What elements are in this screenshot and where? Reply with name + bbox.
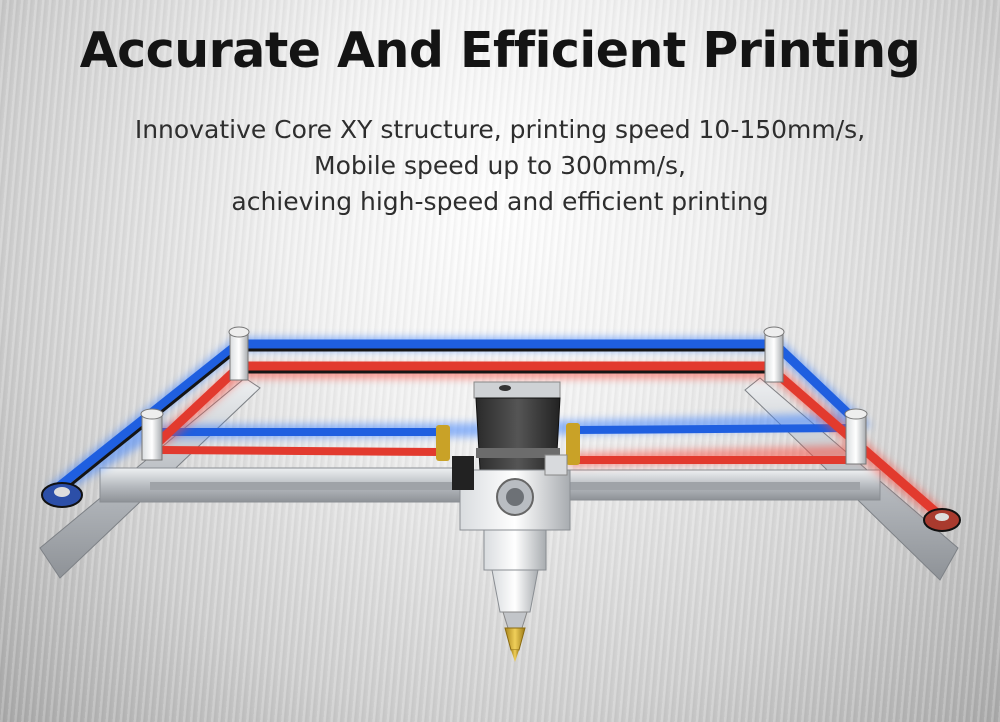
- pulleys: [41, 326, 961, 532]
- pulley-mid-right: [844, 408, 868, 465]
- printhead-carriage: [452, 454, 571, 571]
- pulley-mid-left: [140, 408, 164, 461]
- subtitle-line-2: Mobile speed up to 300mm/s,: [314, 151, 686, 180]
- subtitle-line-1: Innovative Core XY structure, printing s…: [134, 115, 866, 144]
- pulley-back-right: [763, 326, 785, 383]
- pulley-front-left: [41, 482, 83, 508]
- stepper-motor: [473, 381, 561, 471]
- pulley-back-left: [228, 326, 250, 381]
- subtitle: Innovative Core XY structure, printing s…: [0, 112, 1000, 220]
- page-title: Accurate And Efficient Printing: [79, 22, 921, 79]
- pulley-front-right: [923, 508, 961, 532]
- hotend-nozzle: [491, 569, 539, 662]
- subtitle-line-3: achieving high-speed and efficient print…: [231, 187, 769, 216]
